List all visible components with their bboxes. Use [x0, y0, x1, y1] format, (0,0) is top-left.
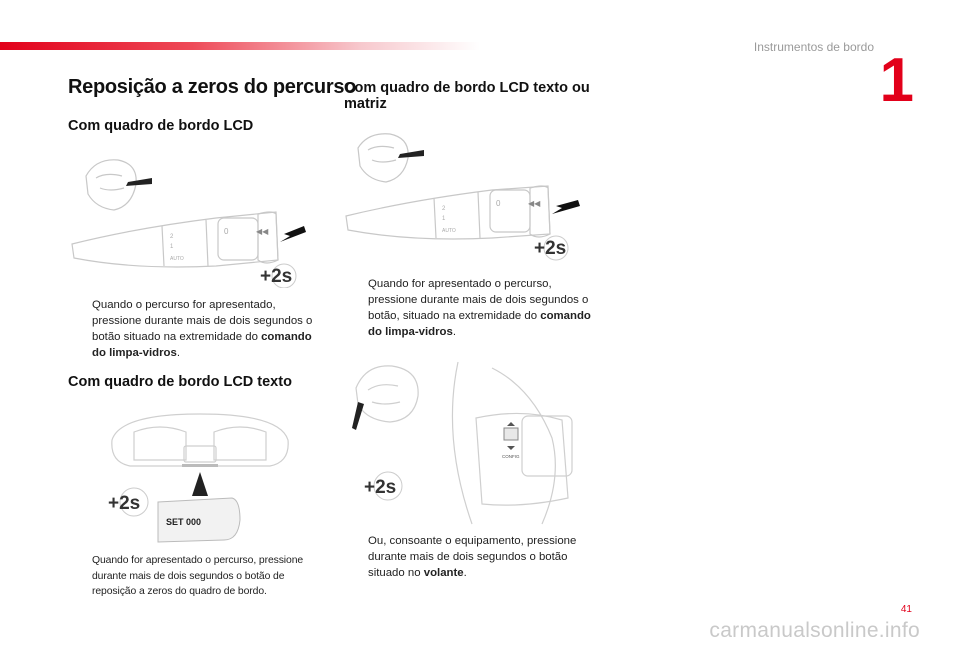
- svg-text:◀◀: ◀◀: [528, 199, 541, 208]
- instruction-lcd: Quando o percurso for apresentado, press…: [92, 299, 313, 359]
- chapter-title: Instrumentos de bordo: [753, 40, 874, 54]
- svg-text:◀◀: ◀◀: [256, 227, 269, 236]
- svg-text:0: 0: [496, 199, 501, 208]
- chapter-number: 1: [879, 46, 914, 115]
- svg-text:0: 0: [224, 227, 229, 236]
- hold-badge: +2s: [260, 266, 292, 287]
- page-number: 41: [900, 604, 912, 615]
- wiper-stalk-figure-lcd: 2 1 AUTO 0 ◀◀ +2s: [71, 159, 306, 288]
- watermark: carmanualsonline.info: [709, 619, 920, 642]
- heading-lcd-text-matrix: Com quadro de bordo LCD texto ou matriz: [344, 80, 590, 112]
- wiper-auto-label: AUTO: [170, 256, 184, 262]
- instruction-steering-wheel: Ou, consoante o equipamento, pressione d…: [368, 535, 577, 579]
- instrument-panel-figure: +2s SET 000: [108, 413, 289, 543]
- svg-text:2: 2: [170, 234, 174, 240]
- svg-text:1: 1: [442, 216, 446, 222]
- heading-lcd: Com quadro de bordo LCD: [68, 118, 254, 134]
- wiper-stalk-figure-matrix: 2 1 AUTO 0 ◀◀ +2s: [345, 133, 580, 261]
- instruction-lcd-text-matrix: Quando for apresentado o percurso, press…: [368, 278, 591, 338]
- page-title: Reposição a zeros do percurso: [68, 76, 357, 98]
- steering-wheel-figure: CONFIG +2s: [352, 361, 573, 525]
- chapter-color-bar: [0, 42, 480, 50]
- config-button-label: CONFIG: [502, 454, 520, 459]
- hold-badge: +2s: [534, 238, 566, 259]
- set-display-label: SET 000: [166, 517, 201, 527]
- heading-lcd-text: Com quadro de bordo LCD texto: [68, 374, 292, 390]
- hold-badge: +2s: [108, 493, 140, 514]
- hold-badge: +2s: [364, 477, 396, 498]
- svg-text:1: 1: [170, 244, 174, 250]
- svg-text:2: 2: [442, 206, 446, 212]
- instruction-lcd-text: Quando for apresentado o percurso, press…: [92, 555, 304, 597]
- wiper-auto-label: AUTO: [442, 228, 456, 234]
